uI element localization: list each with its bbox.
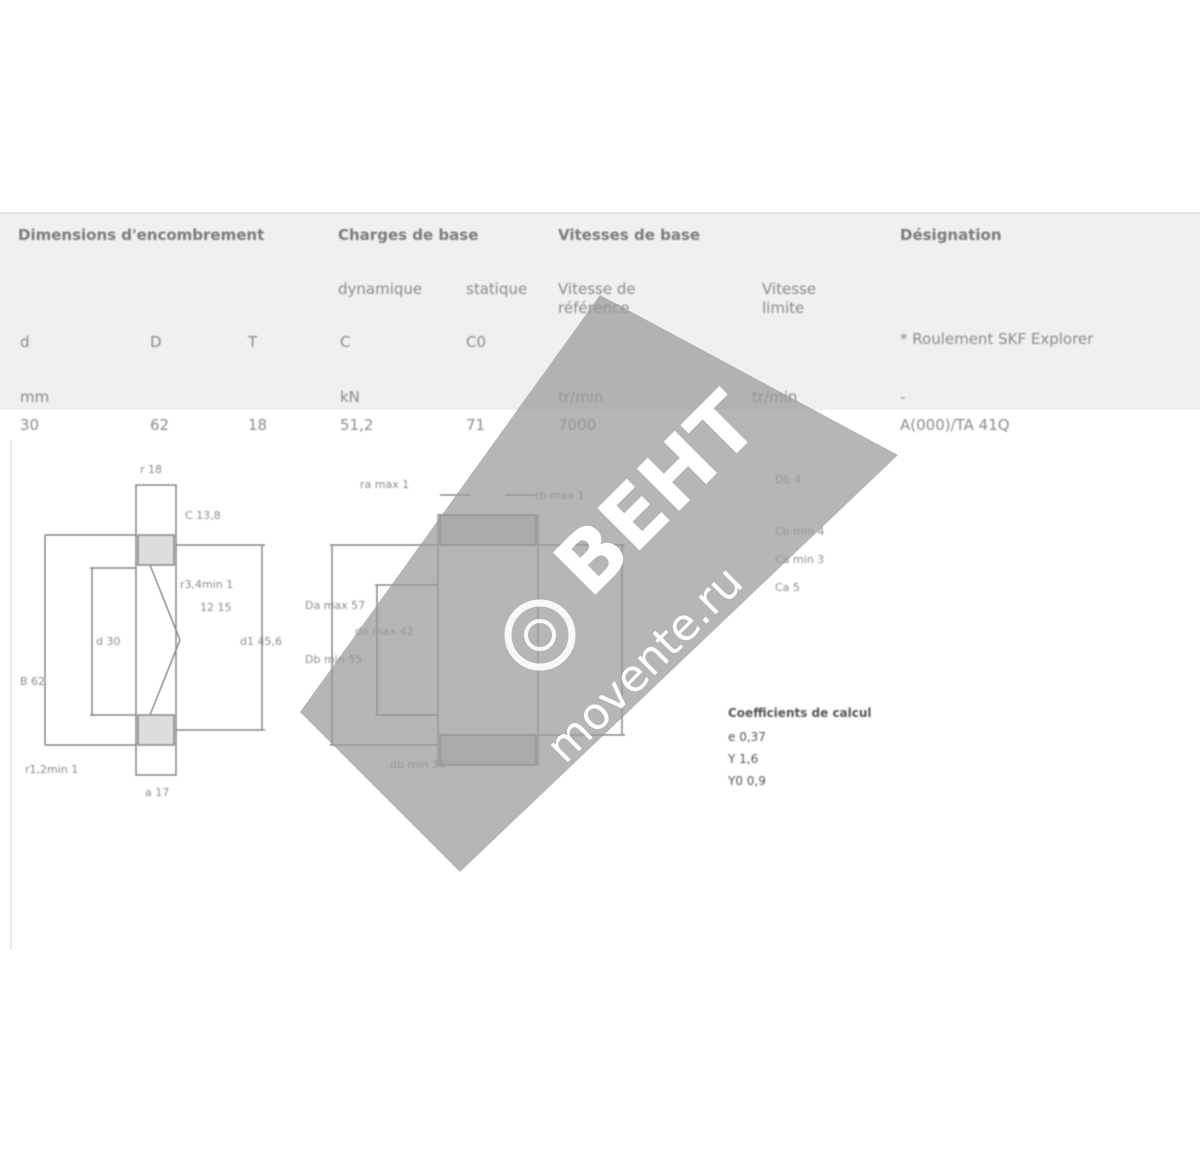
value-D: 62 [150,416,170,434]
label-Db4: Db 4 [775,473,801,486]
label-Cb: Cb min 4 [775,525,825,538]
label-d: d 30 [96,635,121,648]
coefficient-e: e 0,37 [728,730,766,744]
label-d1: d1 45,6 [240,635,282,648]
col-T: T [248,333,258,351]
label-Ca5: Ca 5 [775,581,800,594]
header-speeds: Vitesses de base [558,226,701,244]
col-d: d [20,333,30,351]
unit-none: - [900,388,906,406]
label-a: a 17 [145,786,170,799]
coefficients-title: Coefficients de calcul [728,706,872,720]
col-D: D [150,333,162,351]
value-d: 30 [20,416,40,434]
label-Db: Db min 55 [305,653,363,666]
sub-dynamic: dynamique [338,280,423,298]
label-B: B 62 [20,675,46,688]
unit-mm: mm [20,388,50,406]
value-T: 18 [248,416,268,434]
value-designation: A(000)/TA 41Q [900,416,1010,434]
coefficient-Y: Y 1,6 [728,752,759,766]
label-db: db min 36 [390,758,446,771]
label-r34: r3,4min 1 [180,578,234,591]
label-ra: ra max 1 [360,478,410,491]
label-C: C 13,8 [185,509,221,522]
divider [10,440,12,950]
label-12: 12 15 [200,601,232,614]
explorer-note: * Roulement SKF Explorer [900,330,1094,348]
header-dimensions: Dimensions d'encombrement [18,226,265,244]
label-Ca: Ca min 3 [775,553,825,566]
label-rb: rb max 1 [535,489,585,502]
label-da: da max 42 [355,625,414,638]
header-designation: Désignation [900,226,1002,244]
label-r12: r1,2min 1 [25,763,79,776]
header-loads: Charges de base [338,226,479,244]
label-Da: Da max 57 [305,599,366,612]
coefficient-Y0: Y0 0,9 [728,774,766,788]
sub-static: statique [466,280,528,298]
label-r: r 18 [140,463,163,476]
